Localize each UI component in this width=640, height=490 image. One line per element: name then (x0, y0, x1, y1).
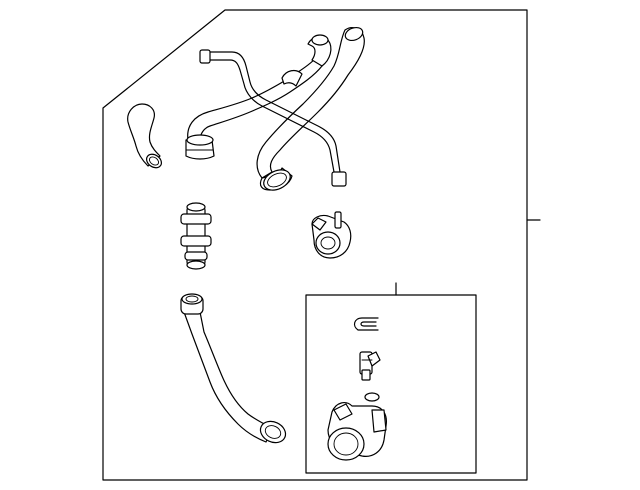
small-hose[interactable] (127, 103, 164, 171)
upper-coolant-pipe-assembly[interactable] (185, 25, 365, 194)
assembly-frame (102, 9, 541, 481)
inset-clip[interactable] (353, 317, 379, 331)
inset-sensor[interactable] (359, 351, 381, 381)
inset-detail-box (305, 282, 477, 474)
lower-coolant-hose[interactable] (180, 293, 289, 447)
coupling-connector[interactable] (180, 202, 212, 270)
inset-o-ring[interactable] (364, 392, 380, 402)
inset-thermostat-housing[interactable] (327, 402, 387, 461)
thermostat-outlet-flange[interactable] (311, 211, 352, 259)
